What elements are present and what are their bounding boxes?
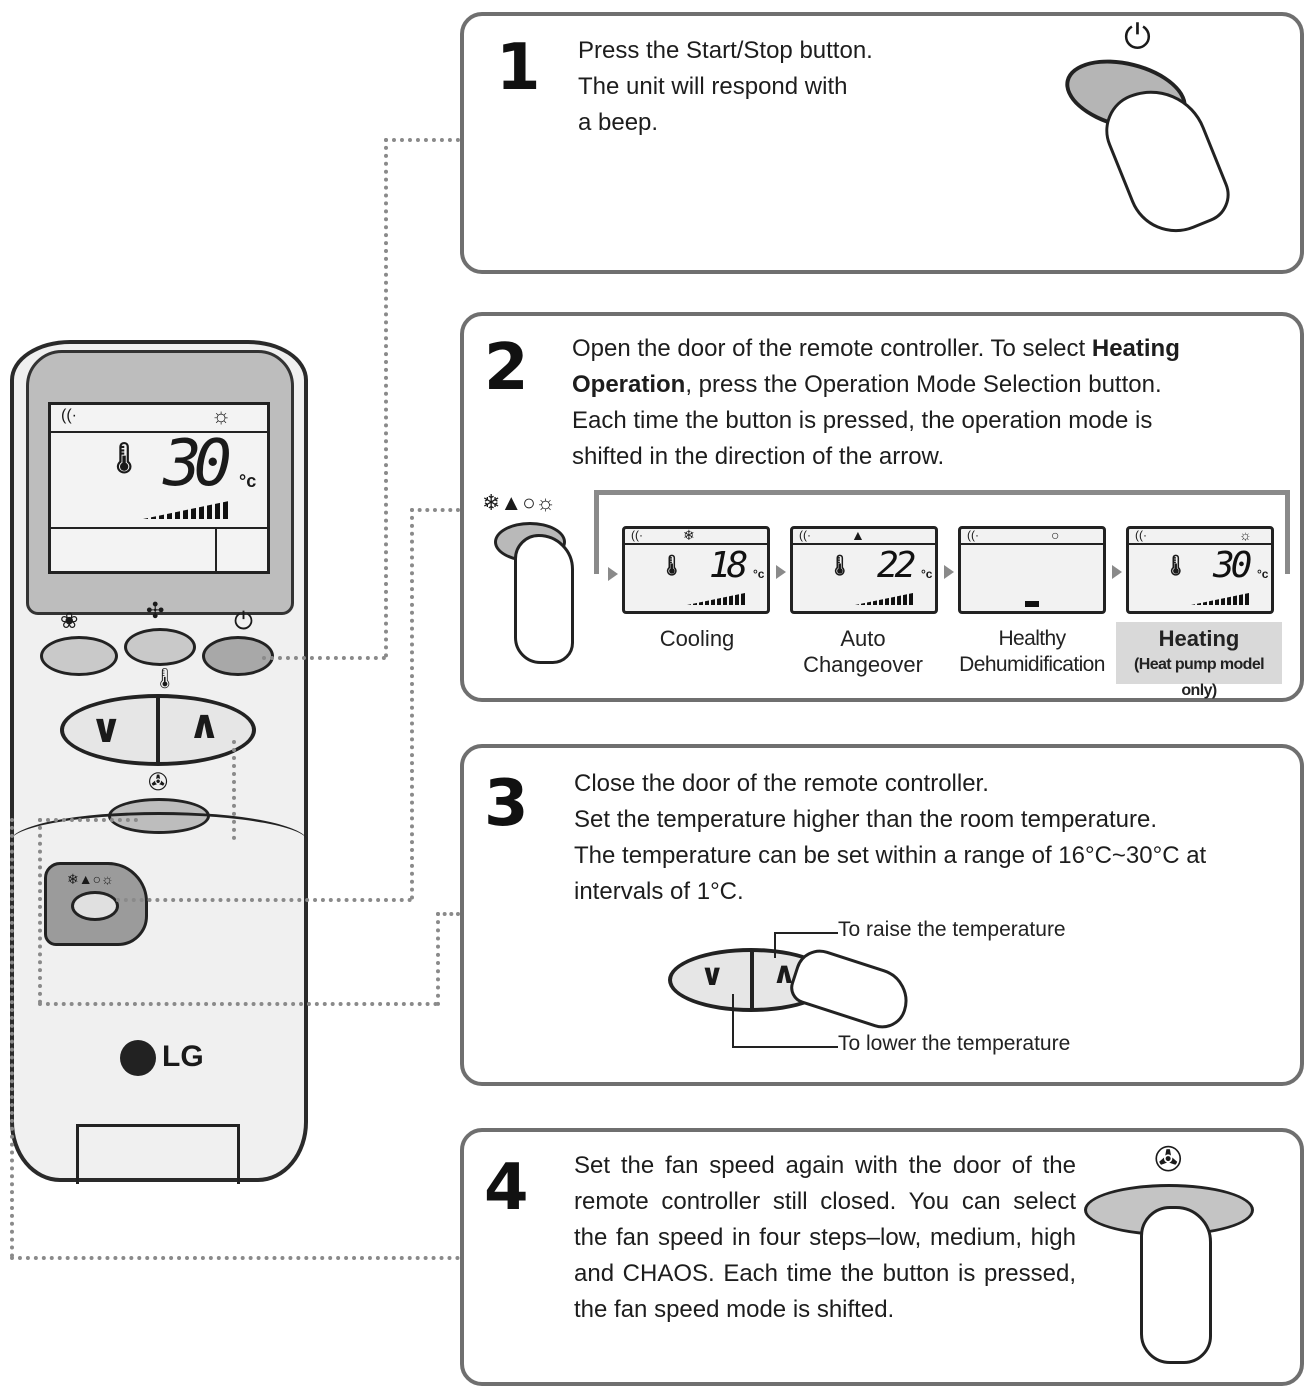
snowflake-icon: ❄: [683, 527, 695, 543]
arrow-right-icon: [1112, 565, 1122, 579]
temp-down-button[interactable]: ∨: [90, 707, 123, 751]
mode-caption-dehum-2: Dehumidification: [959, 653, 1105, 676]
jet-cool-button[interactable]: [124, 628, 196, 666]
mode-caption-dehum-1: Healthy: [998, 627, 1066, 650]
power-icon: ⏻: [1124, 18, 1151, 56]
mode-caption-auto-2: Changeover: [803, 652, 923, 677]
mode-caption-heating-2: (Heat pump model only): [1134, 656, 1265, 699]
remote-display-unit: °c: [239, 471, 257, 491]
connector-step3: [436, 912, 460, 916]
step4-number: 4: [484, 1151, 529, 1225]
arrow-right-icon: [776, 565, 786, 579]
step1-line1: Press the Start/Stop button.: [578, 37, 873, 64]
mode-cycle-bracket: [594, 490, 1290, 574]
battery-cover: [76, 1124, 240, 1184]
step3-line4: intervals of 1°C.: [574, 878, 744, 905]
step2-line3: Each time the button is pressed, the ope…: [572, 407, 1153, 434]
step1-line3: a beep.: [578, 109, 659, 136]
temperature-button-group: [60, 694, 256, 766]
temp-up-button[interactable]: ∧: [188, 703, 221, 747]
heating-highlight: [1116, 622, 1282, 684]
remote-door: [10, 812, 308, 955]
step2-number: 2: [484, 331, 529, 405]
lower-temp-label: To lower the temperature: [838, 1032, 1071, 1055]
lg-logo: [120, 1040, 156, 1076]
step3-number: 3: [484, 767, 529, 841]
mode-icons: ❄▲○☼: [482, 490, 556, 515]
connector-step4: [10, 1256, 460, 1260]
mode-lcd-auto: ((· ▲ 🌡 22 °c: [790, 526, 938, 614]
chevron-down-icon: ∨: [700, 959, 725, 992]
thermometer-icon: 🌡: [105, 442, 144, 475]
step1-line2: The unit will respond with: [578, 73, 848, 100]
swing-icon: ❀: [60, 608, 79, 633]
raise-temp-label: To raise the temperature: [838, 918, 1066, 941]
step3-line2: Set the temperature higher than the room…: [574, 806, 1157, 833]
mode-button[interactable]: [71, 891, 119, 921]
wifi-icon: ((·: [61, 407, 77, 424]
step2-line1: Open the door of the remote controller. …: [572, 335, 1180, 362]
auto-icon: ▲: [851, 527, 865, 543]
pointing-hand-icon: [1140, 1206, 1212, 1364]
remote-lcd: ((· ☼ 🌡 30 °c: [48, 402, 270, 574]
droplet-icon: ○: [1051, 527, 1060, 543]
step3-panel: [460, 744, 1304, 1086]
power-icon: ⏻: [234, 608, 253, 635]
mode-caption-auto-1: Auto: [840, 626, 886, 651]
connector-step1: [384, 138, 460, 142]
mode-lcd-dehumidification: ((· ○: [958, 526, 1106, 614]
mode-icons: ❄▲○☼: [67, 871, 114, 887]
remote-display-temp: 30: [163, 427, 232, 501]
step4-text: Set the fan speed again with the door of…: [574, 1152, 1076, 1323]
fan-icon: ✇: [1154, 1141, 1183, 1179]
step3-line1: Close the door of the remote controller.: [574, 770, 989, 797]
mode-button-panel: ❄▲○☼: [44, 862, 148, 946]
sun-icon: ☼: [211, 403, 232, 428]
signal-bars: [143, 501, 229, 519]
brand-text: LG: [162, 1040, 204, 1073]
step3-line3: The temperature can be set within a rang…: [574, 842, 1207, 869]
thermometer-small-icon: 🌡: [152, 668, 178, 690]
step2-line2: Operation, press the Operation Mode Sele…: [572, 371, 1162, 398]
mode-caption-cooling: Cooling: [659, 626, 735, 651]
mode-lcd-heating: ((· ☼ 🌡 30 °c: [1126, 526, 1274, 614]
mode-lcd-cooling: ((· ❄ 🌡 18 °c: [622, 526, 770, 614]
step1-number: 1: [496, 31, 541, 105]
swing-button[interactable]: [40, 636, 118, 676]
fan-icon: ✇: [148, 769, 169, 796]
step2-line4: shifted in the direction of the arrow.: [572, 443, 945, 470]
mode-caption-heating-1: Heating: [1158, 626, 1240, 651]
jet-cool-icon: ✣: [146, 598, 165, 623]
sun-icon: ☼: [1239, 527, 1252, 543]
arrow-right-icon: [944, 565, 954, 579]
arrow-right-icon: [608, 567, 618, 581]
pointing-hand-icon: [514, 534, 574, 664]
connector-step2: [410, 508, 460, 512]
